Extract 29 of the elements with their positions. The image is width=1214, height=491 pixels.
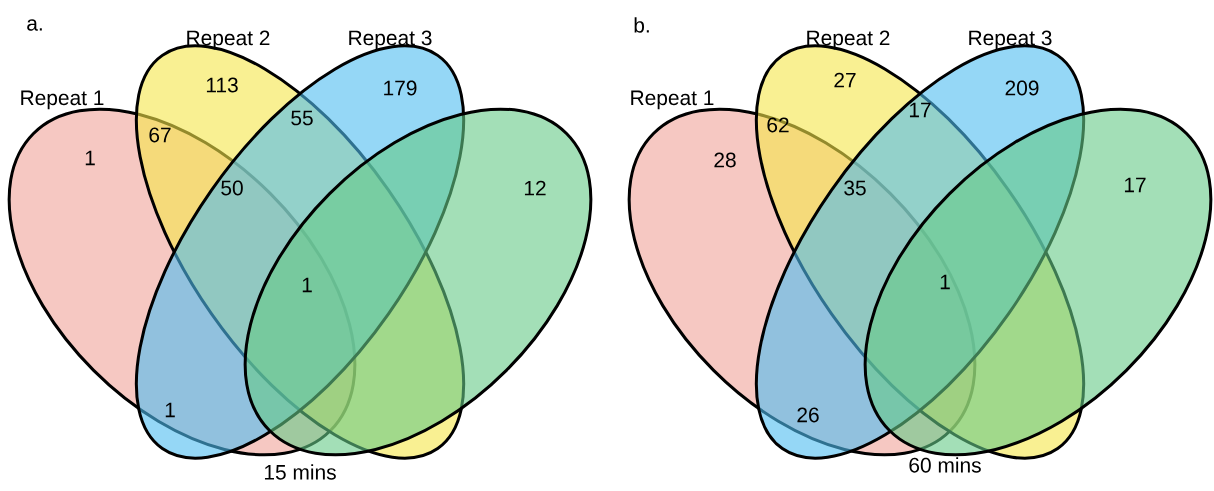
set-ellipse [243, 107, 593, 457]
set-label: Repeat 3 [349, 30, 432, 50]
count-label: 55 [291, 110, 313, 126]
set-label: Repeat 3 [969, 30, 1052, 50]
set-label: Repeat 1 [21, 90, 104, 110]
count-label: 17 [1124, 177, 1146, 193]
count-label: 1 [302, 277, 312, 293]
count-label: 1 [165, 402, 175, 418]
count-label: 15 mins [264, 464, 336, 480]
count-label: 28 [714, 152, 736, 168]
set-label: Repeat 2 [187, 30, 270, 50]
count-label: 35 [844, 180, 866, 196]
count-label: 12 [524, 180, 546, 196]
count-label: 209 [1005, 80, 1039, 96]
set-label: Repeat 2 [807, 30, 890, 50]
count-label: 1 [940, 274, 950, 290]
count-label: 26 [797, 407, 819, 423]
count-label: 1 [85, 150, 95, 166]
set-label: Repeat 1 [631, 90, 714, 110]
count-label: 179 [384, 80, 417, 96]
count-label: 60 mins [909, 457, 981, 473]
count-label: 27 [834, 72, 856, 88]
count-label: 62 [767, 117, 789, 133]
count-label: b. [634, 17, 649, 33]
count-label: 17 [909, 102, 931, 118]
count-label: 67 [149, 127, 171, 143]
count-label: 113 [206, 77, 238, 93]
count-label: a. [27, 19, 42, 31]
count-label: 50 [221, 180, 243, 196]
